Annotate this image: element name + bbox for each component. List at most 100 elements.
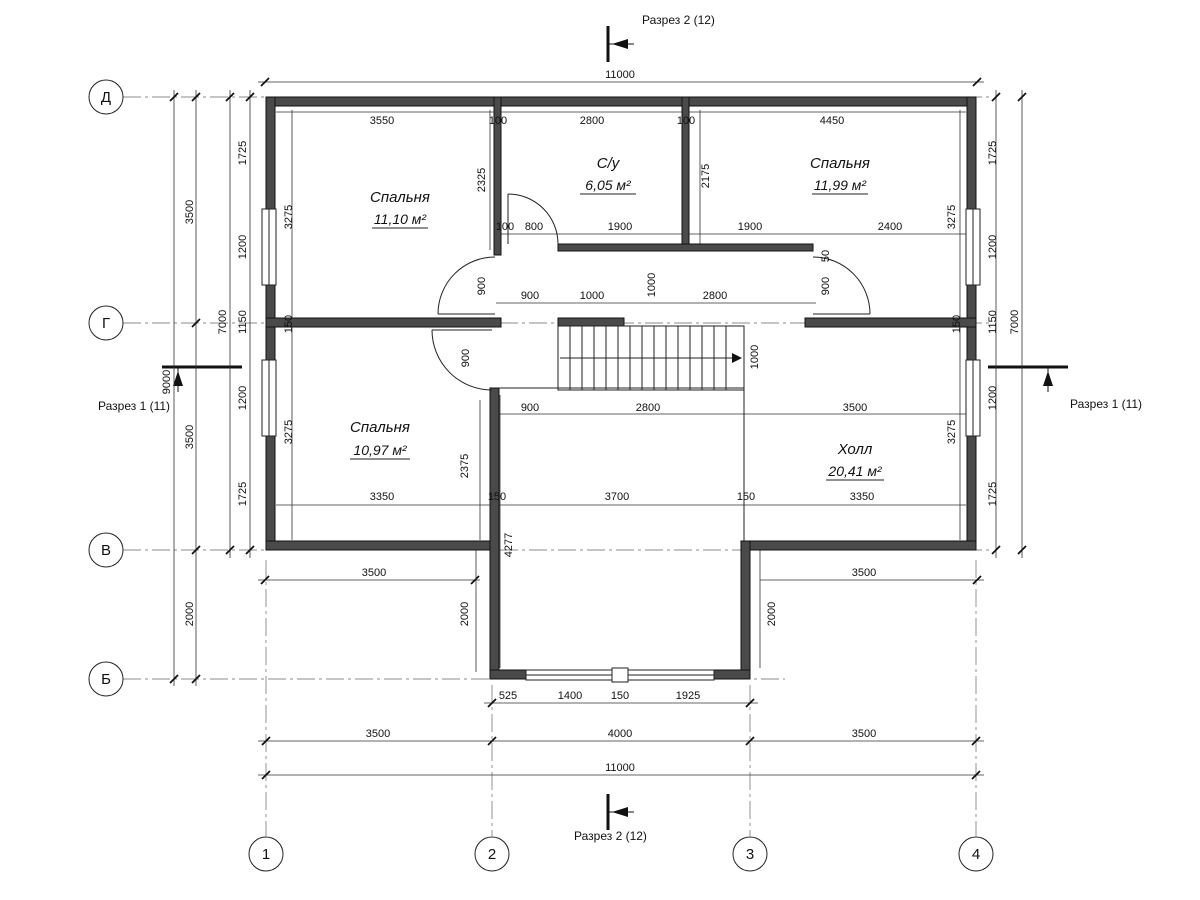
svg-text:900: 900 [460, 349, 472, 367]
section-mark-right: Разрез 1 (11) [988, 365, 1142, 411]
svg-text:150: 150 [488, 491, 506, 503]
room-bedroom-1: Спальня 11,10 м² [370, 189, 430, 229]
svg-text:6,05 м²: 6,05 м² [585, 177, 632, 193]
svg-text:4000: 4000 [608, 728, 632, 740]
axis-bubble-3: 3 [732, 836, 768, 872]
svg-text:2000: 2000 [184, 602, 196, 626]
svg-text:100: 100 [496, 221, 514, 233]
svg-text:11,10 м²: 11,10 м² [374, 211, 427, 227]
svg-text:3500: 3500 [184, 200, 196, 224]
svg-text:2800: 2800 [636, 402, 660, 414]
svg-text:900: 900 [521, 290, 539, 302]
svg-text:Разрез 1 (11): Разрез 1 (11) [98, 399, 170, 413]
svg-text:Спальня: Спальня [810, 155, 870, 172]
svg-text:1150: 1150 [987, 310, 999, 334]
svg-text:4277: 4277 [503, 533, 515, 557]
axis-bubble-g: Г [88, 305, 124, 341]
svg-text:1: 1 [262, 846, 270, 863]
svg-text:3500: 3500 [843, 402, 867, 414]
room-labels: Спальня 11,10 м² С/у 6,05 м² Спальня 11,… [350, 155, 884, 481]
svg-text:С/у: С/у [597, 155, 621, 172]
svg-text:9000: 9000 [161, 370, 173, 394]
svg-text:Разрез 1 (11): Разрез 1 (11) [1070, 397, 1142, 411]
svg-text:3350: 3350 [850, 491, 874, 503]
svg-text:525: 525 [499, 690, 517, 702]
svg-text:7000: 7000 [217, 310, 229, 334]
svg-text:2800: 2800 [580, 115, 604, 127]
svg-text:3700: 3700 [605, 491, 629, 503]
svg-text:Г: Г [102, 315, 110, 332]
svg-text:150: 150 [283, 315, 295, 333]
svg-text:3500: 3500 [852, 728, 876, 740]
svg-text:150: 150 [611, 690, 629, 702]
axis-bubble-b: Б [88, 661, 124, 697]
svg-text:1200: 1200 [237, 235, 249, 259]
axis-bubble-4: 4 [958, 836, 994, 872]
svg-text:Д: Д [101, 89, 111, 106]
svg-text:900: 900 [476, 277, 488, 295]
dimension-texts: 11000 3550 100 2800 100 4450 100 800 190… [161, 69, 1021, 774]
svg-text:150: 150 [737, 491, 755, 503]
svg-text:2400: 2400 [878, 221, 902, 233]
walls [265, 96, 977, 680]
svg-text:2000: 2000 [766, 602, 778, 626]
svg-text:1400: 1400 [558, 690, 582, 702]
svg-text:Б: Б [101, 671, 111, 688]
axis-bubble-1: 1 [248, 836, 284, 872]
section-mark-bottom: Разрез 2 (12) [574, 794, 647, 843]
svg-text:3550: 3550 [370, 115, 394, 127]
svg-text:3500: 3500 [362, 567, 386, 579]
svg-text:3500: 3500 [184, 425, 196, 449]
svg-text:1150: 1150 [237, 310, 249, 334]
svg-text:100: 100 [489, 115, 507, 127]
svg-text:900: 900 [521, 402, 539, 414]
svg-text:2325: 2325 [476, 168, 488, 192]
svg-text:1000: 1000 [646, 273, 658, 297]
dim-top-total: 11000 [605, 69, 635, 81]
svg-text:50: 50 [820, 250, 832, 262]
svg-text:2375: 2375 [459, 454, 471, 478]
room-bedroom-2: Спальня 11,99 м² [810, 155, 870, 195]
svg-text:7000: 7000 [1009, 310, 1021, 334]
svg-text:1900: 1900 [608, 221, 632, 233]
room-hall: Холл 20,41 м² [826, 441, 884, 481]
svg-text:4: 4 [972, 846, 980, 863]
svg-text:1725: 1725 [987, 482, 999, 506]
axis-bubble-d: Д [88, 79, 124, 115]
windows [261, 208, 981, 683]
svg-text:900: 900 [820, 277, 832, 295]
section-marks: Разрез 2 (12) Разрез 2 (12) Разрез 1 (11… [98, 13, 1142, 843]
svg-text:Разрез 2 (12): Разрез 2 (12) [642, 13, 715, 27]
svg-text:2800: 2800 [703, 290, 727, 302]
svg-text:Разрез 2 (12): Разрез 2 (12) [574, 829, 647, 843]
room-bathroom: С/у 6,05 м² [580, 155, 636, 195]
svg-text:3275: 3275 [946, 420, 958, 444]
svg-text:2175: 2175 [700, 164, 712, 188]
svg-text:100: 100 [677, 115, 695, 127]
svg-text:1200: 1200 [987, 235, 999, 259]
svg-text:3500: 3500 [852, 567, 876, 579]
svg-text:1900: 1900 [738, 221, 762, 233]
svg-text:1725: 1725 [237, 141, 249, 165]
section-mark-left: Разрез 1 (11) [98, 365, 242, 413]
svg-text:2: 2 [488, 846, 496, 863]
svg-text:3: 3 [746, 846, 754, 863]
svg-text:В: В [101, 542, 111, 559]
svg-text:20,41 м²: 20,41 м² [827, 463, 883, 479]
svg-text:3275: 3275 [283, 205, 295, 229]
axis-bubble-v: В [88, 532, 124, 568]
svg-text:3500: 3500 [366, 728, 390, 740]
svg-text:1925: 1925 [676, 690, 700, 702]
svg-text:Холл: Холл [837, 441, 873, 458]
svg-text:150: 150 [951, 315, 963, 333]
svg-text:1000: 1000 [749, 345, 761, 369]
section-mark-top: Разрез 2 (12) [606, 13, 715, 62]
svg-text:3275: 3275 [283, 420, 295, 444]
svg-text:1000: 1000 [580, 290, 604, 302]
svg-text:Спальня: Спальня [350, 419, 410, 436]
svg-text:1200: 1200 [237, 386, 249, 410]
svg-text:Спальня: Спальня [370, 189, 430, 206]
svg-text:3350: 3350 [370, 491, 394, 503]
dimension-lines [169, 77, 1027, 780]
